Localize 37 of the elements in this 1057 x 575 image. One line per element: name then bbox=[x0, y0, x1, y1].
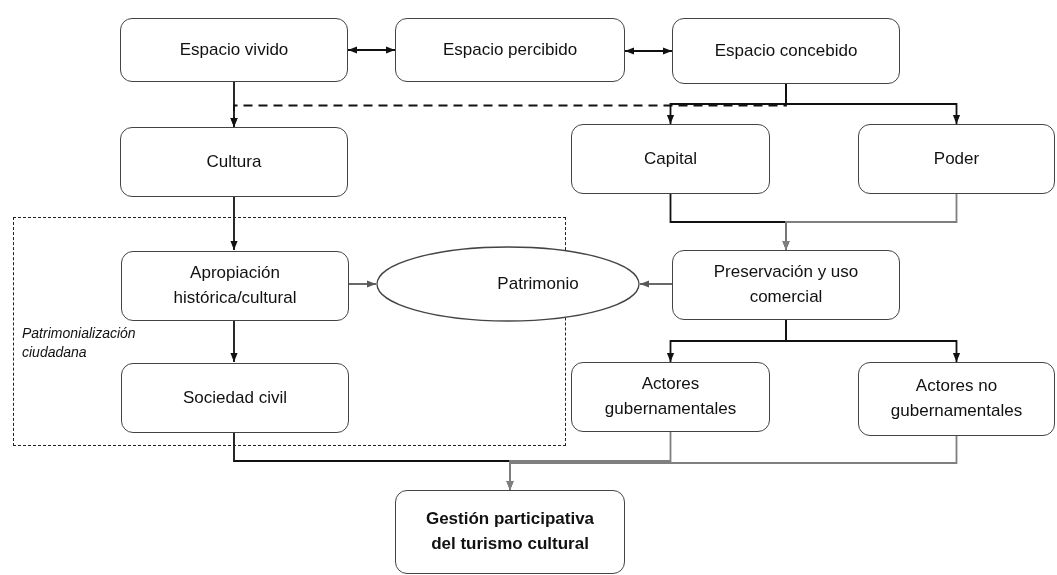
node-label: Patrimonio bbox=[496, 272, 580, 295]
process-box bbox=[672, 250, 900, 320]
process-box bbox=[121, 363, 349, 433]
process-box bbox=[858, 124, 1055, 194]
process-box bbox=[120, 127, 348, 197]
process-box bbox=[858, 362, 1055, 436]
node-label: Preservación y uso comercial bbox=[712, 261, 860, 308]
connector-arrow bbox=[782, 193, 958, 251]
node-label: Espacio percibido bbox=[441, 38, 579, 61]
connector-arrow bbox=[506, 435, 958, 491]
node-label: Espacio concebido bbox=[713, 39, 859, 62]
connector-arrow bbox=[347, 280, 377, 288]
connector-arrow bbox=[624, 47, 673, 55]
group-label: Patrimonialización ciudadana bbox=[22, 324, 137, 362]
node-label: Gestión participativa del turismo cultural bbox=[424, 508, 596, 555]
node-label: Poder bbox=[932, 147, 981, 170]
node-label: Cultura bbox=[205, 150, 263, 173]
process-box bbox=[395, 490, 625, 574]
process-box bbox=[395, 18, 625, 82]
process-box bbox=[120, 18, 348, 82]
connector-arrow bbox=[785, 83, 961, 125]
connector-arrow bbox=[639, 280, 673, 288]
connector-arrow bbox=[230, 81, 238, 128]
node-label: Sociedad civil bbox=[182, 386, 288, 409]
node-label: Espacio vivido bbox=[178, 38, 290, 61]
node-label: Actores no gubernamentales bbox=[889, 375, 1024, 422]
node-label: Apropiación histórica/cultural bbox=[172, 262, 298, 309]
process-box bbox=[121, 251, 349, 321]
process-box bbox=[571, 362, 770, 432]
connector-arrow bbox=[230, 196, 238, 251]
process-box bbox=[672, 18, 900, 84]
connector-arrow bbox=[785, 319, 961, 363]
process-box bbox=[571, 124, 770, 194]
connector-arrow bbox=[347, 46, 396, 54]
connector-arrow bbox=[230, 319, 238, 363]
node-label: Capital bbox=[643, 147, 698, 170]
node-label: Actores gubernamentales bbox=[603, 373, 738, 420]
